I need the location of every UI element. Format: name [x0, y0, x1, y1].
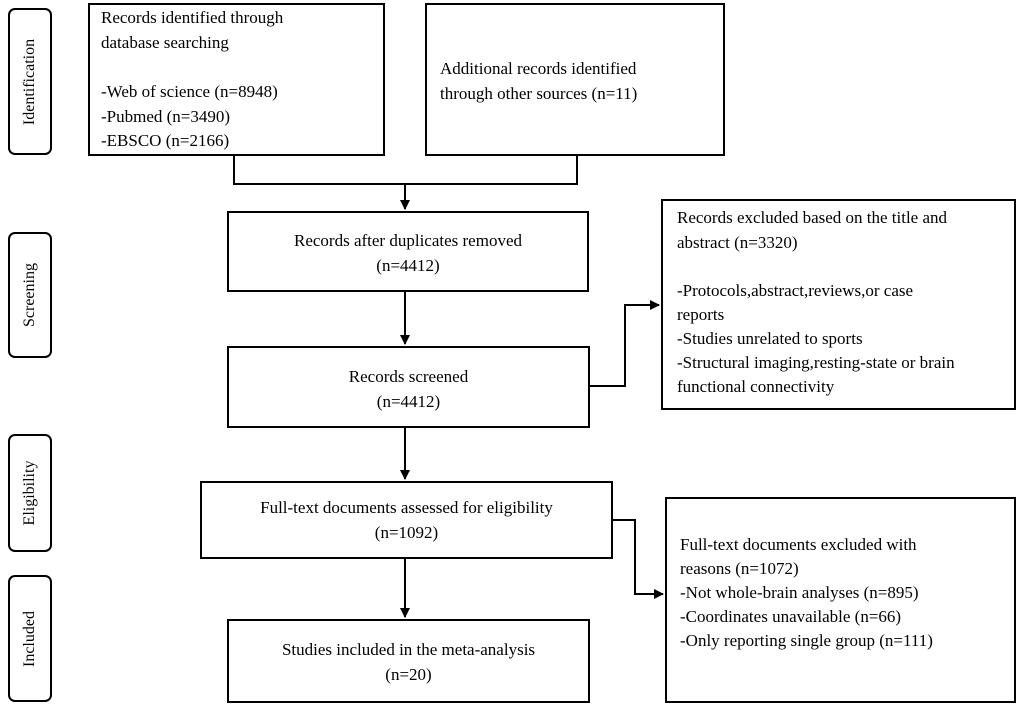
fulltext-excluded-line-1: Full-text documents excluded with	[680, 535, 917, 554]
database-line-2: database searching	[101, 33, 229, 52]
excluded-line-3: -Protocols,abstract,reviews,or case	[677, 281, 914, 300]
included-line-1: Studies included in the meta-analysis	[281, 640, 536, 659]
excluded-line-1: Records excluded based on the title and	[677, 208, 948, 227]
database-line-3: -Web of science (n=8948)	[101, 82, 278, 101]
screened-line-2: (n=4412)	[376, 392, 441, 411]
stage-eligibility: Eligibility	[8, 434, 52, 552]
box-fulltext-assessed	[200, 481, 613, 559]
stage-included: Included	[8, 575, 52, 702]
database-line-1: Records identified through	[101, 8, 284, 27]
database-line-5: -EBSCO (n=2166)	[101, 131, 230, 150]
duplicates-line-1: Records after duplicates removed	[294, 231, 522, 250]
additional-line-2: through other sources (n=11)	[440, 84, 638, 103]
excluded-line-4: reports	[677, 305, 725, 324]
duplicates-line-2: (n=4412)	[376, 256, 440, 275]
fulltext-excluded-line-5: -Only reporting single group (n=111)	[680, 631, 933, 650]
box-records-screened	[227, 346, 590, 428]
arrow-to-excluded-title	[590, 300, 660, 387]
box-records-excluded	[661, 199, 1016, 410]
fulltext-excluded-line-3: -Not whole-brain analyses (n=895)	[680, 583, 919, 602]
stage-screening: Screening	[8, 232, 52, 358]
box-studies-included	[227, 619, 590, 703]
box-fulltext-excluded	[665, 497, 1016, 703]
box-additional-records	[425, 3, 725, 156]
arrow-to-fulltext-excluded	[613, 519, 664, 599]
screened-line-1: Records screened	[348, 367, 469, 386]
fulltext-line-1: Full-text documents assessed for eligibi…	[260, 498, 553, 517]
excluded-line-2: abstract (n=3320)	[677, 233, 798, 252]
box-duplicates-removed	[227, 211, 589, 292]
fulltext-excluded-line-4: -Coordinates unavailable (n=66)	[680, 607, 902, 626]
fulltext-excluded-line-2: reasons (n=1072)	[680, 559, 799, 578]
box-database-records	[88, 3, 385, 156]
excluded-line-6: -Structural imaging,resting-state or bra…	[677, 353, 955, 372]
stage-identification: Identification	[8, 8, 52, 155]
additional-line-1: Additional records identified	[440, 59, 637, 78]
database-line-4: -Pubmed (n=3490)	[101, 107, 231, 126]
excluded-line-7: functional connectivity	[677, 377, 835, 396]
merge-connector	[233, 156, 578, 185]
fulltext-line-2: (n=1092)	[374, 523, 439, 542]
excluded-line-5: -Studies unrelated to sports	[677, 329, 863, 348]
included-line-2: (n=20)	[385, 665, 432, 684]
